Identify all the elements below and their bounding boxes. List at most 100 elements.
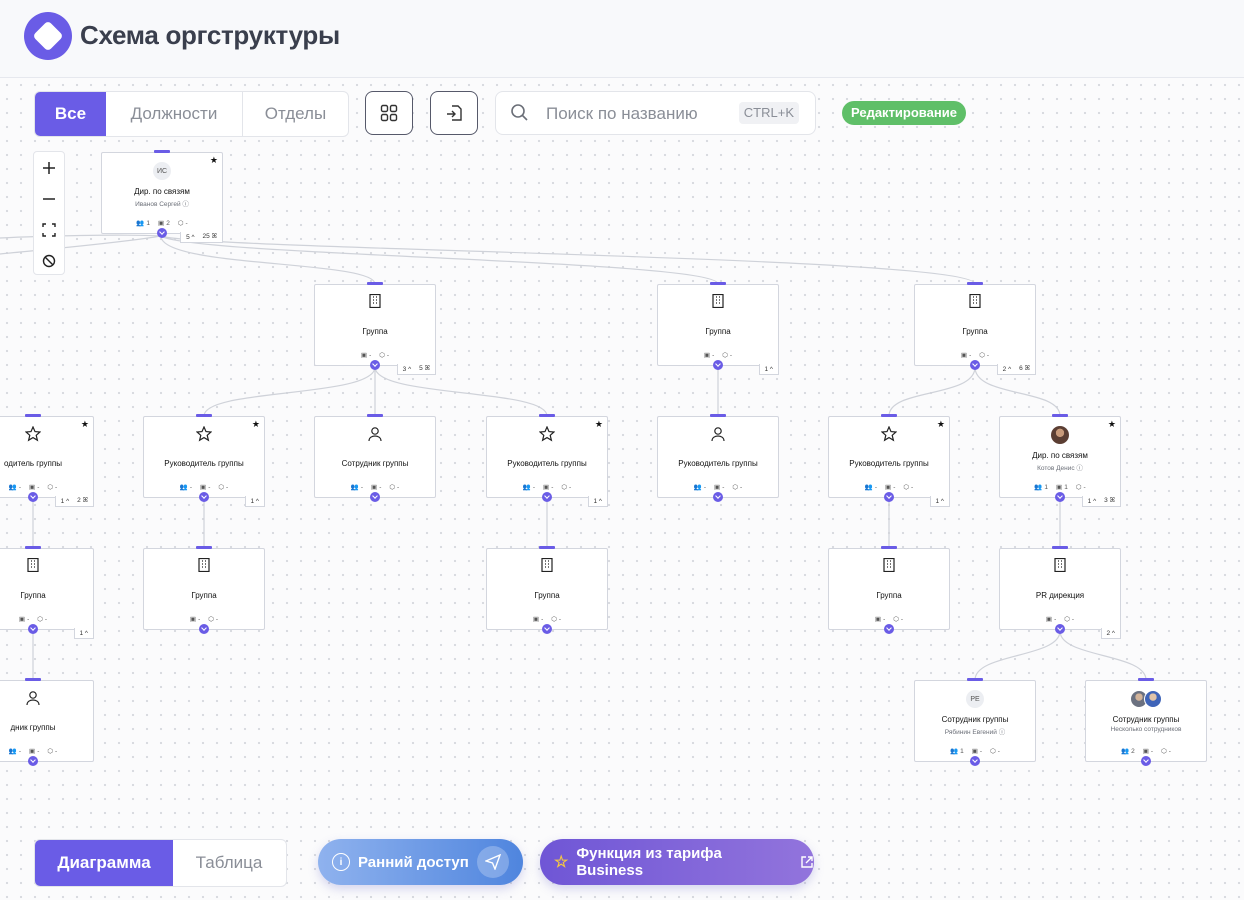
- node-handle[interactable]: [710, 414, 726, 417]
- org-node-director[interactable]: ★ Дир. по связям Котов Денис ⓘ 👥1▣1⬡- 1 …: [999, 414, 1121, 507]
- org-node-group[interactable]: Группа ▣-⬡-: [143, 546, 265, 634]
- org-node-group[interactable]: Группа ▣-⬡- 2 ^6 ꕤ: [914, 282, 1036, 375]
- people-icon: 👥1: [1034, 483, 1049, 492]
- org-node-group[interactable]: Группа ▣-⬡- 1 ^: [657, 282, 779, 375]
- org-node-employee[interactable]: дник группы 👥-▣-⬡-: [0, 678, 94, 766]
- expand-down-icon[interactable]: [970, 756, 980, 766]
- shortcut-hint: CTRL+K: [738, 102, 799, 124]
- building-icon: [487, 558, 607, 576]
- tab-diagram[interactable]: Диаграмма: [35, 840, 173, 886]
- people-icon: 👥-: [522, 483, 536, 492]
- people-icon: 👥-: [179, 483, 193, 492]
- org-node-group[interactable]: Группа ▣-⬡-: [828, 546, 950, 634]
- node-handle[interactable]: [710, 282, 726, 285]
- expand-down-icon[interactable]: [542, 624, 552, 634]
- node-handle[interactable]: [196, 546, 212, 549]
- building-icon: [0, 558, 93, 576]
- node-title: Руководитель группы: [678, 459, 758, 468]
- people-icon: 👥-: [350, 483, 364, 492]
- card-icon: ▣-: [189, 615, 201, 624]
- org-node-group[interactable]: Группа ▣-⬡- 1 ^: [0, 546, 94, 639]
- node-stats: 👥-▣-⬡-: [0, 483, 93, 492]
- node-handle[interactable]: [1052, 414, 1068, 417]
- search-box[interactable]: CTRL+K: [495, 91, 816, 135]
- person-icon: [0, 690, 93, 708]
- reset-icon[interactable]: [34, 245, 64, 276]
- node-counts: 1 ^2 ꕤ: [54, 496, 94, 507]
- expand-down-icon[interactable]: [713, 492, 723, 502]
- diagram-canvas[interactable]: ★ ИС Дир. по связям Иванов Сергей ⓘ 👥1 ▣…: [0, 78, 1244, 900]
- business-plan-button[interactable]: ☆ Функция из тарифа Business: [540, 839, 814, 885]
- people-icon: 👥-: [864, 483, 878, 492]
- early-access-button[interactable]: i Ранний доступ: [318, 839, 523, 885]
- node-handle[interactable]: [25, 678, 41, 681]
- zoom-out-icon[interactable]: [34, 183, 64, 214]
- expand-down-icon[interactable]: [542, 492, 552, 502]
- export-button[interactable]: [430, 91, 478, 135]
- card-icon: ▣-: [714, 483, 725, 492]
- node-handle[interactable]: [196, 414, 212, 417]
- tab-departments[interactable]: Отделы: [242, 92, 348, 136]
- node-stats: 👥1▣-⬡-: [915, 747, 1035, 756]
- org-node-group[interactable]: Группа ▣-⬡- 3 ^5 ꕤ: [314, 282, 436, 375]
- node-handle[interactable]: [25, 414, 41, 417]
- expand-down-icon[interactable]: [884, 624, 894, 634]
- search-input[interactable]: [544, 102, 738, 126]
- expand-down-icon[interactable]: [884, 492, 894, 502]
- org-node-employee[interactable]: РЕ Сотрудник группы Рябинин Евгений ⓘ 👥1…: [914, 678, 1036, 766]
- avatar: [1051, 426, 1069, 444]
- node-handle[interactable]: [881, 546, 897, 549]
- expand-down-icon[interactable]: [199, 624, 209, 634]
- node-handle[interactable]: [539, 546, 555, 549]
- org-node-lead[interactable]: ★ Руководитель группы 👥-▣-⬡- 1 ^: [828, 414, 950, 507]
- app-header: Схема оргструктуры: [0, 0, 1244, 78]
- building-icon: [144, 558, 264, 576]
- node-handle[interactable]: [154, 150, 170, 153]
- zoom-in-icon[interactable]: [34, 152, 64, 183]
- card-icon: ▣-: [360, 351, 372, 360]
- node-handle[interactable]: [367, 282, 383, 285]
- expand-down-icon[interactable]: [970, 360, 980, 370]
- expand-down-icon[interactable]: [1055, 624, 1065, 634]
- org-node-employee[interactable]: Сотрудник группы 👥-▣-⬡-: [314, 414, 436, 502]
- node-handle[interactable]: [1138, 678, 1154, 681]
- node-handle[interactable]: [881, 414, 897, 417]
- expand-down-icon[interactable]: [1141, 756, 1151, 766]
- expand-down-icon[interactable]: [157, 228, 167, 238]
- node-counts: 1 ^: [73, 628, 94, 639]
- expand-down-icon[interactable]: [28, 492, 38, 502]
- node-stats: 👥-▣-⬡-: [829, 483, 949, 492]
- expand-down-icon[interactable]: [370, 360, 380, 370]
- view-switch: Диаграмма Таблица: [34, 839, 287, 887]
- node-handle[interactable]: [1052, 546, 1068, 549]
- node-handle[interactable]: [367, 414, 383, 417]
- tab-table[interactable]: Таблица: [195, 853, 263, 872]
- expand-down-icon[interactable]: [370, 492, 380, 502]
- org-node-lead[interactable]: ★ одитель группы 👥-▣-⬡- 1 ^2 ꕤ: [0, 414, 94, 507]
- org-node-department[interactable]: PR дирекция ▣-⬡- 2 ^: [999, 546, 1121, 639]
- node-handle[interactable]: [967, 678, 983, 681]
- edit-mode-badge[interactable]: Редактирование: [842, 101, 966, 125]
- tab-positions[interactable]: Должности: [130, 104, 218, 123]
- node-handle[interactable]: [25, 546, 41, 549]
- org-node-group[interactable]: Группа ▣-⬡-: [486, 546, 608, 634]
- tab-all[interactable]: Все: [35, 92, 106, 136]
- expand-down-icon[interactable]: [1055, 492, 1065, 502]
- early-access-label: Ранний доступ: [358, 853, 469, 871]
- node-handle[interactable]: [967, 282, 983, 285]
- expand-down-icon[interactable]: [28, 624, 38, 634]
- org-node-lead[interactable]: Руководитель группы 👥-▣-⬡-: [657, 414, 779, 502]
- star-filled-icon: ★: [80, 419, 89, 429]
- fit-screen-icon[interactable]: [34, 214, 64, 245]
- expand-down-icon[interactable]: [199, 492, 209, 502]
- node-handle[interactable]: [539, 414, 555, 417]
- org-node-lead[interactable]: ★ Руководитель группы 👥-▣-⬡- 1 ^: [143, 414, 265, 507]
- org-node-employee[interactable]: Сотрудник группы Несколько сотрудников 👥…: [1085, 678, 1207, 766]
- expand-down-icon[interactable]: [713, 360, 723, 370]
- logo: [24, 12, 72, 60]
- grid-view-button[interactable]: [365, 91, 413, 135]
- org-node-lead[interactable]: ★ Руководитель группы 👥-▣-⬡- 1 ^: [486, 414, 608, 507]
- expand-down-icon[interactable]: [28, 756, 38, 766]
- box-icon: ⬡-: [47, 483, 58, 492]
- org-node-director[interactable]: ★ ИС Дир. по связям Иванов Сергей ⓘ 👥1 ▣…: [101, 150, 223, 243]
